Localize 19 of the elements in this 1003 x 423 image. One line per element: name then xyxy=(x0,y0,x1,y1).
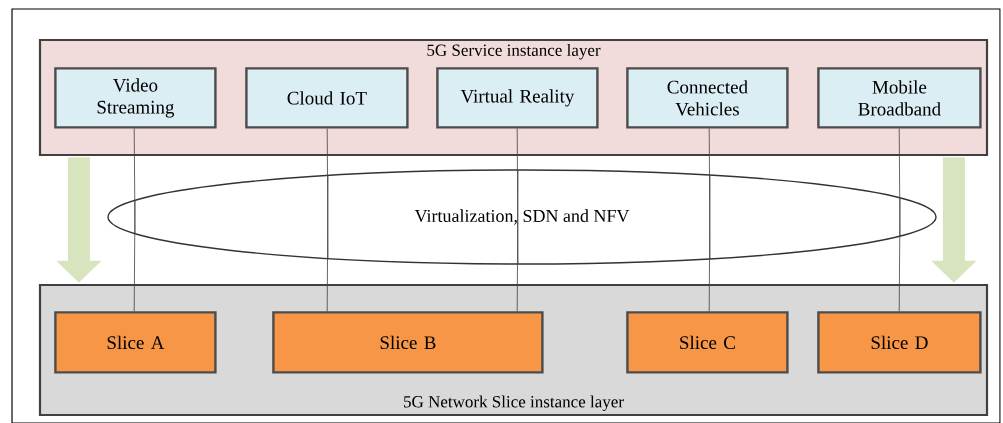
connector-line xyxy=(326,128,329,259)
slice-box: Slice D xyxy=(817,311,982,374)
connector-line xyxy=(516,169,519,312)
connector-line xyxy=(133,128,136,235)
slice-box: Slice C xyxy=(626,311,789,374)
connector-line xyxy=(708,174,711,312)
service-box: Virtual Reality xyxy=(436,67,599,129)
connector-line xyxy=(898,197,901,312)
service-box: Connected Vehicles xyxy=(626,67,789,129)
connector-line xyxy=(516,128,519,265)
connector-line xyxy=(898,128,901,237)
connector-line xyxy=(326,175,329,312)
connector-line xyxy=(708,128,711,260)
service-box: Cloud IoT xyxy=(245,67,409,129)
connector-line xyxy=(133,199,136,312)
service-box: Mobile Broadband xyxy=(817,67,982,129)
service-box: Video Streaming xyxy=(54,67,217,129)
slice-box: Slice B xyxy=(272,311,544,374)
slice-box: Slice A xyxy=(54,311,217,374)
